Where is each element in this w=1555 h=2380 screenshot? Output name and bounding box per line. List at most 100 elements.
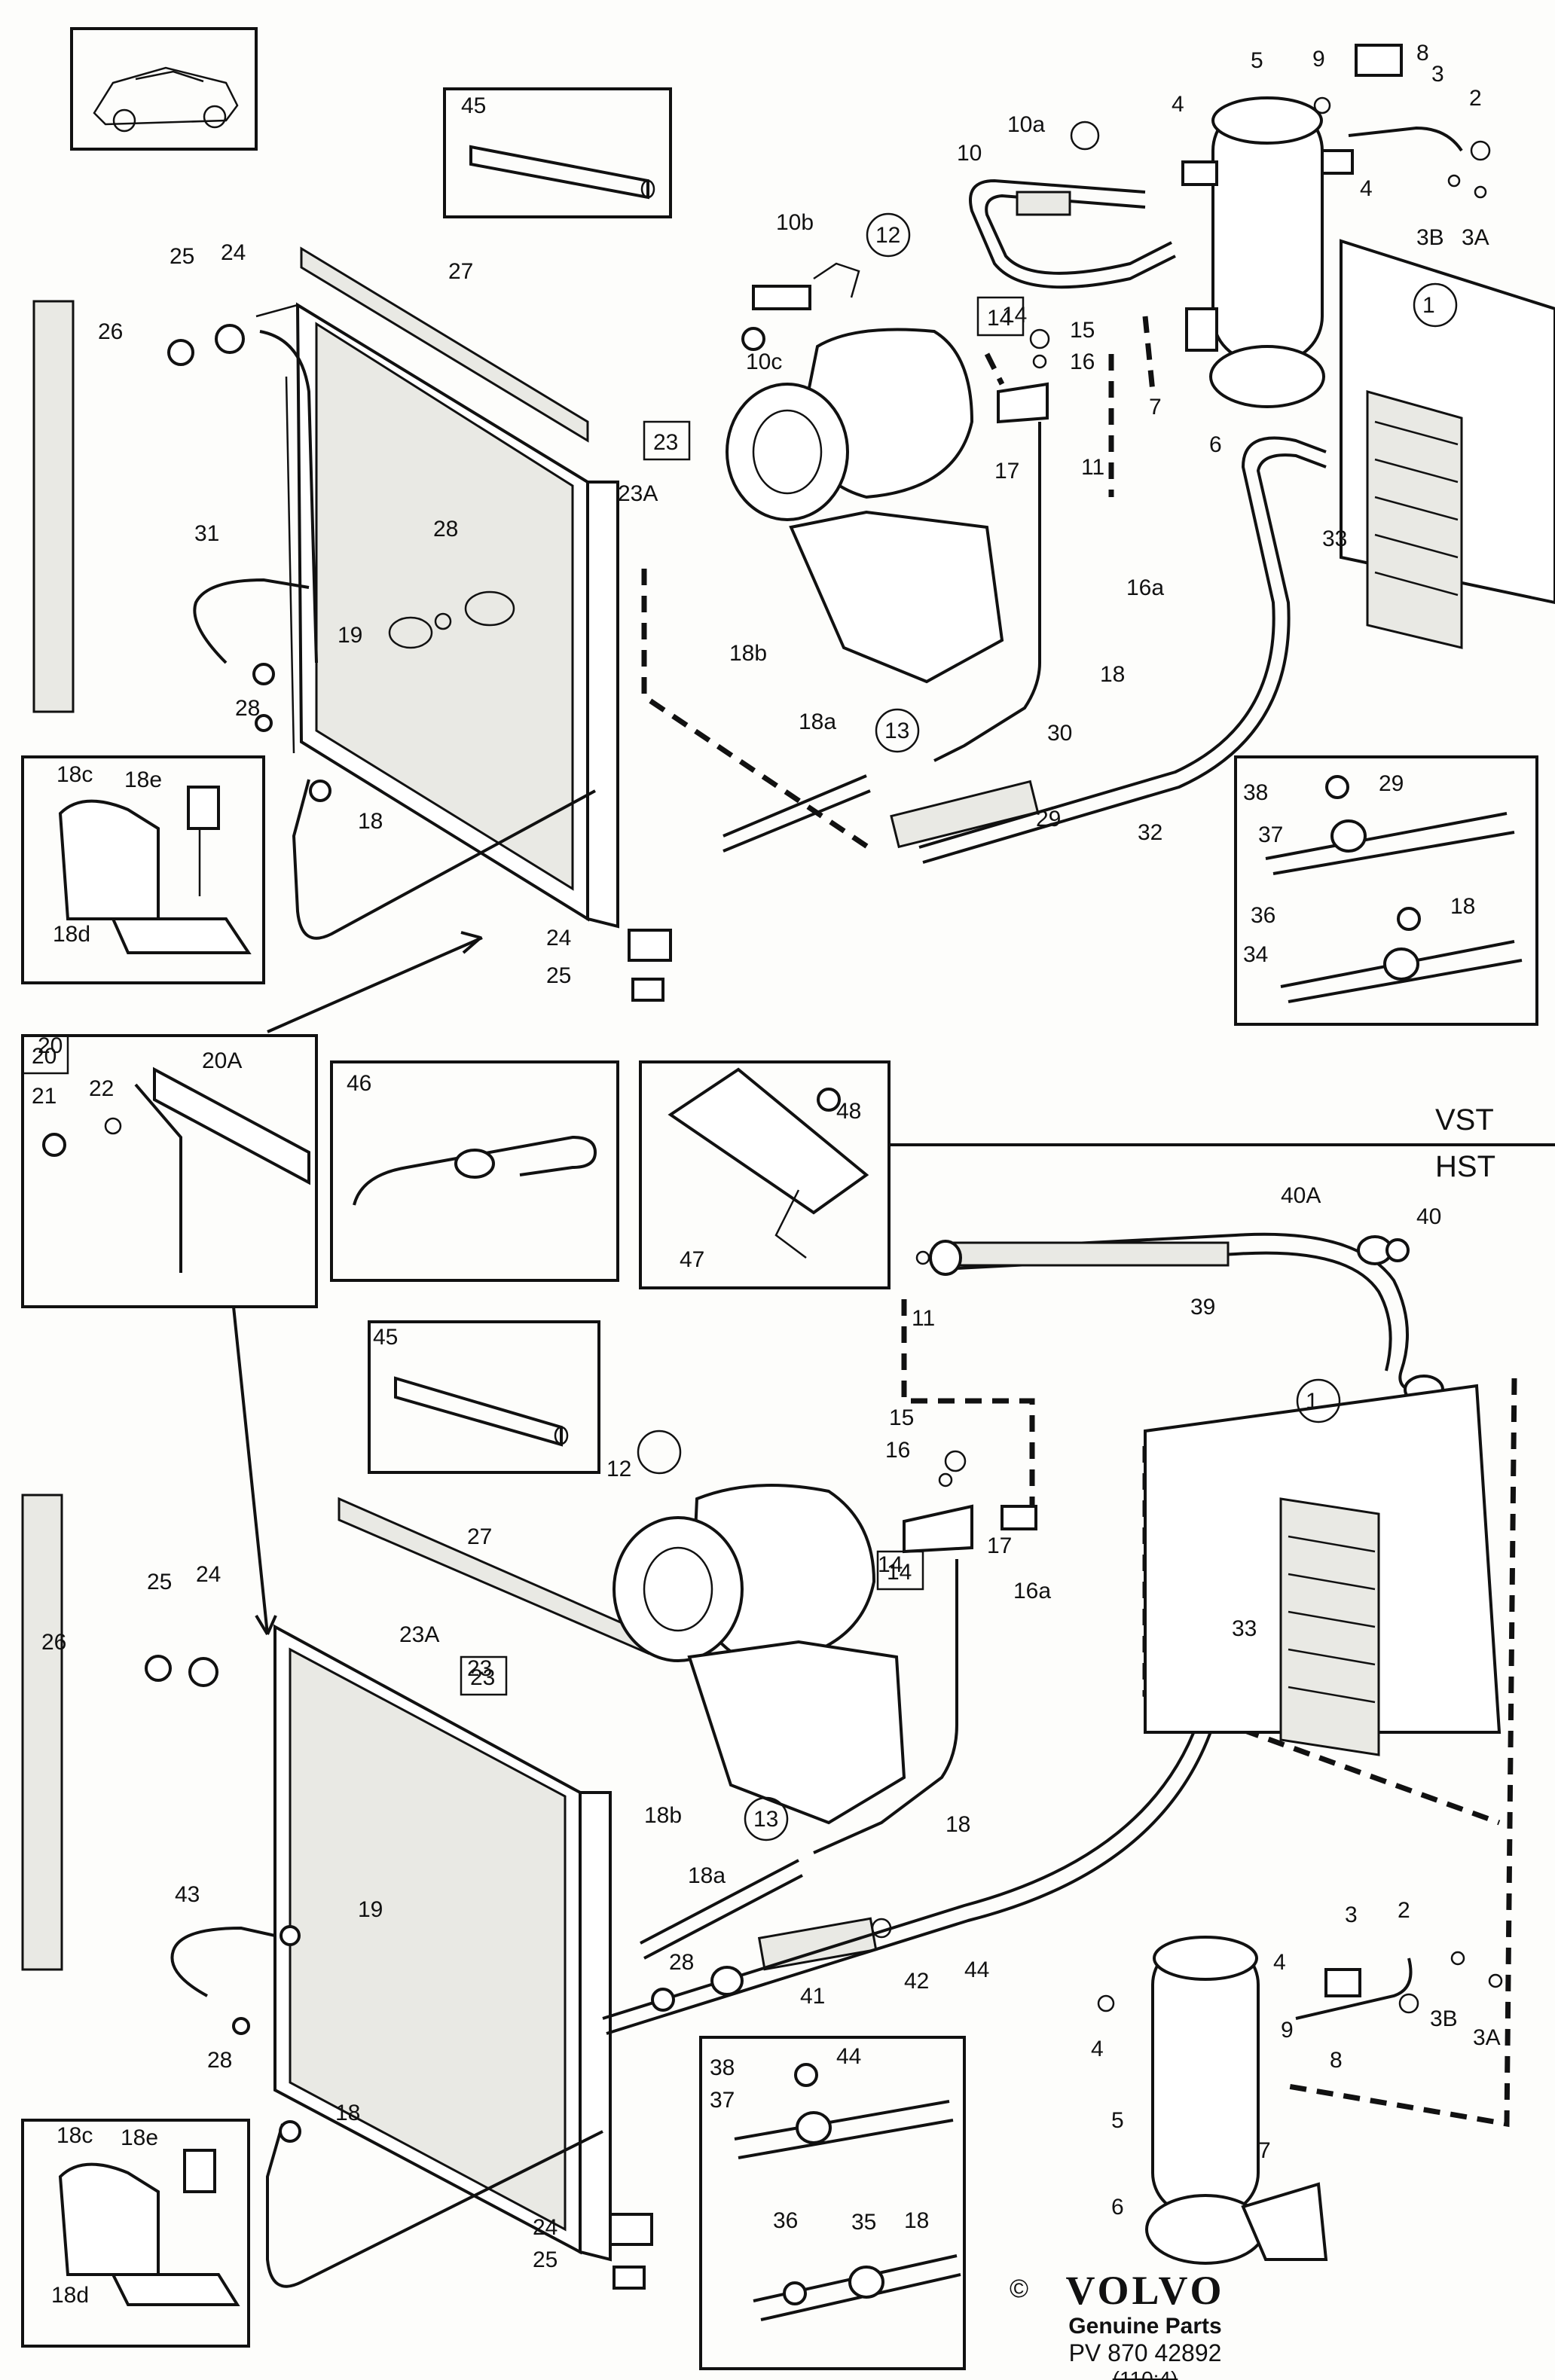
callout-11: 11 (1081, 455, 1104, 480)
hose-32-top (918, 436, 1327, 849)
callout-15: 15 (1070, 318, 1095, 343)
receiver-drier-bottom (1145, 1936, 1328, 2265)
callout-23a: 23A (618, 481, 658, 506)
callout-18c: 18c (57, 2123, 93, 2148)
callout-27: 27 (448, 259, 473, 284)
callout-16a: 16a (1126, 575, 1164, 600)
callout-3b: 3B (1416, 225, 1444, 250)
boxed-callout-23 (460, 1655, 508, 1696)
callout-5: 5 (1251, 48, 1263, 73)
section-label-hst: HST (1435, 1150, 1495, 1183)
callout-6: 6 (1111, 2195, 1124, 2220)
callout-24: 24 (546, 926, 571, 950)
callout-25: 25 (170, 244, 194, 269)
callout-25: 25 (546, 963, 571, 988)
callout-28: 28 (669, 1950, 694, 1975)
callout-13: 13 (753, 1807, 778, 1832)
callout-3b: 3B (1430, 2006, 1458, 2031)
inset-bracket-bottom (21, 2119, 250, 2348)
inset-clamps-top (1234, 755, 1538, 1026)
hose-18a-bottom (640, 1859, 799, 1945)
circled-callout-12 (637, 1430, 682, 1475)
circled-callout-1 (1413, 282, 1458, 328)
callout-11: 11 (912, 1306, 935, 1331)
callout-30: 30 (1047, 721, 1072, 746)
callout-18: 18 (904, 2208, 929, 2233)
callout-24: 24 (221, 240, 246, 265)
inset-20 (21, 1034, 318, 1308)
callout-27: 27 (467, 1524, 492, 1549)
callout-29: 29 (1036, 807, 1061, 831)
callout-5: 5 (1111, 2108, 1124, 2133)
inset-45-bottom (368, 1320, 600, 1474)
callout-39: 39 (1190, 1295, 1215, 1320)
callout-10b: 10b (776, 210, 814, 235)
callout-4: 4 (1172, 92, 1184, 117)
callout-2: 2 (1469, 86, 1482, 111)
callout-31: 31 (194, 521, 219, 546)
callout-21: 21 (32, 1084, 57, 1109)
callout-12: 12 (606, 1457, 631, 1481)
pipe-31-top (193, 578, 310, 664)
callout-18: 18 (1100, 662, 1125, 687)
callout-3a: 3A (1473, 2025, 1501, 2050)
callout-20a: 20A (202, 1048, 242, 1073)
callout-4: 4 (1273, 1950, 1286, 1975)
boxed-callout-label-23: 23 (653, 430, 678, 455)
copyright-symbol: © (1010, 2275, 1029, 2303)
callout-18b: 18b (729, 641, 767, 666)
callout-18b: 18b (644, 1803, 682, 1828)
pipe-43-bottom (170, 1926, 276, 1997)
callout-40: 40 (1416, 1204, 1441, 1229)
callout-37: 37 (710, 2088, 735, 2113)
routing-dashed-top-1 (641, 569, 875, 853)
callout-10: 10 (957, 141, 982, 166)
callout-10c: 10c (746, 349, 782, 374)
callout-18d: 18d (51, 2283, 89, 2308)
callout-3: 3 (1431, 62, 1444, 87)
callout-2: 2 (1398, 1898, 1410, 1923)
callout-24: 24 (533, 2215, 558, 2240)
genuine-parts-text: Genuine Parts (1068, 2314, 1222, 2339)
callout-33: 33 (1322, 526, 1347, 551)
callout-3a: 3A (1462, 225, 1489, 250)
callout-18d: 18d (53, 922, 90, 947)
callout-45: 45 (373, 1325, 398, 1350)
callout-23: 23 (467, 1656, 492, 1681)
callout-19: 19 (358, 1897, 383, 1922)
callout-15: 15 (889, 1405, 914, 1430)
callout-24: 24 (196, 1562, 221, 1587)
seal-strip-27-top (300, 246, 589, 443)
inset-47-48 (639, 1060, 891, 1289)
callout-12: 12 (875, 223, 900, 248)
pipe-18-bottom (266, 2123, 603, 2288)
callout-13: 13 (884, 719, 909, 743)
callout-20: 20 (38, 1033, 63, 1058)
part-code: PV 870 42892 (1068, 2339, 1222, 2366)
callout-16: 16 (885, 1438, 910, 1463)
boxed-callout-label-20: 20 (32, 1044, 57, 1069)
callout-45: 45 (461, 93, 486, 118)
callout-4: 4 (1091, 2037, 1104, 2061)
seal-strip-26-top (32, 300, 75, 713)
callout-43: 43 (175, 1882, 200, 1907)
callout-14: 14 (878, 1552, 903, 1577)
callout-25: 25 (147, 1570, 172, 1594)
boxed-callout-14 (876, 1550, 924, 1591)
callout-28: 28 (207, 2048, 232, 2073)
vehicle-thumbnail (70, 27, 258, 151)
callout-33: 33 (1232, 1616, 1257, 1641)
callout-8: 8 (1416, 41, 1429, 66)
callout-8: 8 (1330, 2048, 1343, 2073)
inset-bracket-top (21, 755, 265, 984)
callout-16: 16 (1070, 349, 1095, 374)
callout-22: 22 (89, 1076, 114, 1101)
catalog-ref: (110:4) (1112, 2367, 1178, 2380)
inset-clamps-bottom (699, 2036, 966, 2370)
evaporator-bottom (1144, 1384, 1502, 1756)
pipe-39-bottom (941, 1232, 1432, 1395)
callout-25: 25 (533, 2247, 558, 2272)
hose-18-top (933, 422, 1041, 762)
callout-36: 36 (1251, 903, 1275, 928)
circled-callout-13 (875, 708, 920, 753)
